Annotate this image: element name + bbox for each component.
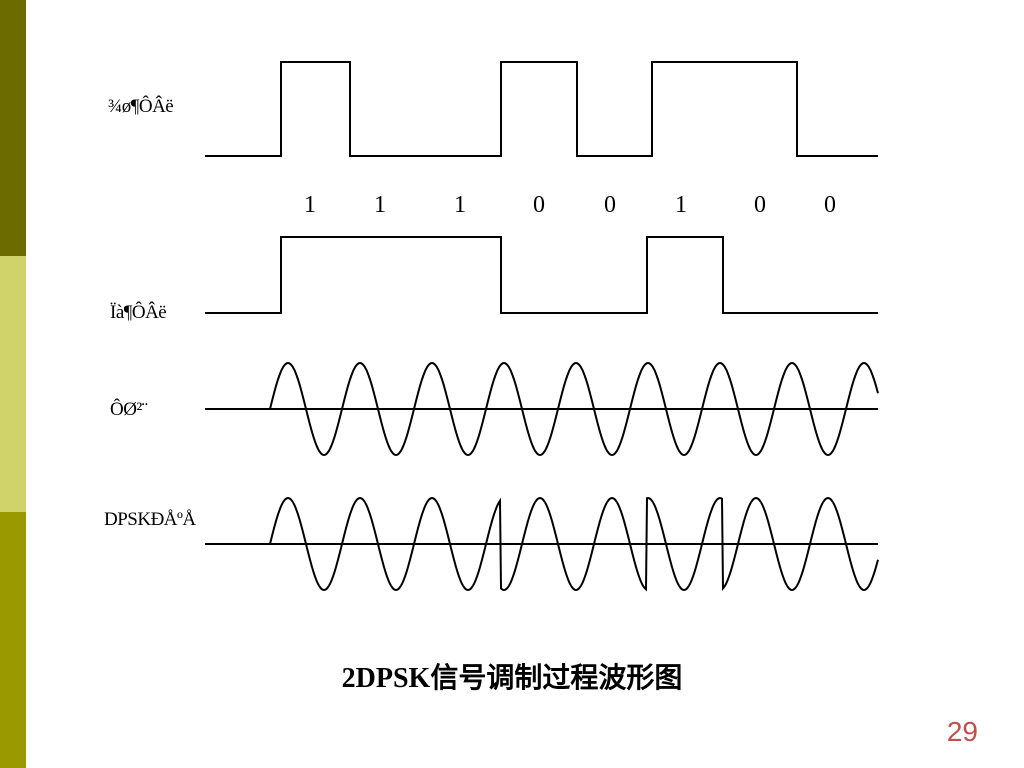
slide-sidebar	[0, 0, 26, 768]
sidebar-segment-middle	[0, 256, 26, 512]
dpsk-waveform	[269, 496, 879, 592]
sidebar-segment-bottom	[0, 512, 26, 768]
absolute-code-waveform	[205, 61, 878, 157]
dpsk-signal-label: DPSKÐÅºÅ	[104, 509, 196, 530]
absolute-code-label: ¾ø¶ÔÂë	[108, 96, 174, 117]
page-number: 29	[946, 716, 978, 747]
bit-7: 0	[824, 192, 836, 218]
bit-4: 0	[604, 192, 616, 218]
carrier-label: ÔØ²¨	[110, 399, 148, 420]
carrier-waveform	[269, 361, 879, 457]
relative-code-label: Ïà¶ÔÂë	[110, 302, 167, 323]
bit-6: 0	[754, 192, 766, 218]
figure-caption: 2DPSK信号调制过程波形图	[341, 663, 683, 694]
sidebar-segment-top	[0, 0, 26, 256]
bit-2: 1	[454, 192, 466, 218]
relative-code-waveform	[205, 236, 878, 314]
bit-0: 1	[304, 192, 316, 218]
bit-3: 0	[533, 192, 545, 218]
bit-1: 1	[374, 192, 386, 218]
bit-5: 1	[675, 192, 687, 218]
